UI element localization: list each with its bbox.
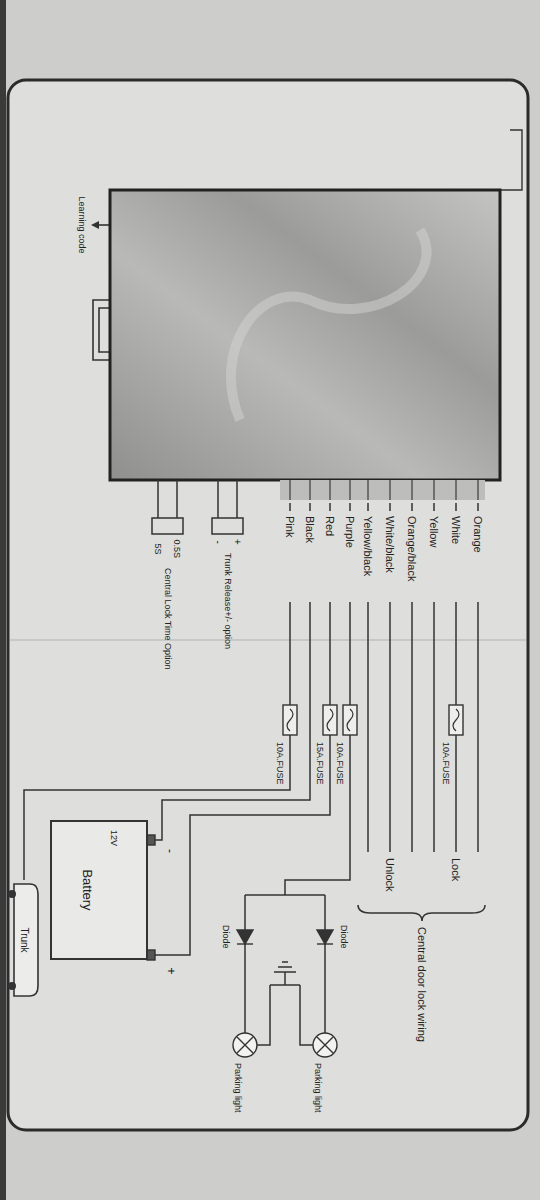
time-value: 5S: [153, 544, 163, 555]
wire-color-label: Yellow/black: [362, 516, 375, 576]
time-value: 0.5S: [172, 540, 182, 559]
wire-color-label: Black: [304, 516, 317, 543]
wire-color-label: Purple: [344, 516, 357, 548]
wire-color-label: Yellow: [428, 516, 441, 547]
trunk-option-leads: [218, 480, 237, 518]
trunk-wheel: [8, 982, 16, 990]
fuse-rating: 10A.FUSE: [275, 742, 285, 785]
module-sheen: [231, 230, 427, 420]
wire-loom: [280, 480, 485, 500]
trunk-body: [14, 884, 38, 996]
component-name: Trunk: [18, 927, 30, 952]
option-label: Trunk Release+/- option: [223, 553, 233, 649]
group-label: Central door lock wiring: [416, 927, 429, 1042]
antenna-wire: [500, 130, 522, 190]
component-label: Diode: [221, 925, 231, 949]
diode-bar: [237, 943, 253, 944]
fuse-symbol: [283, 705, 297, 735]
component-label: Diode: [339, 925, 349, 949]
fuse-element: [327, 709, 333, 731]
yellow-black-wire: [367, 602, 369, 852]
light-wire: [245, 895, 325, 1033]
bulb-filament: [317, 1037, 333, 1053]
polarity-label: +: [232, 539, 244, 545]
terminal-label: -: [162, 849, 176, 853]
parking-bulb: [233, 1033, 257, 1057]
ground-wire: [257, 972, 313, 1045]
paper-crease: [10, 639, 526, 641]
wire-color-label: Orange: [472, 516, 485, 553]
diode-symbol: [237, 930, 253, 944]
battery-node: 12V Battery: [50, 820, 148, 960]
fuse-rating: 15A.FUSE: [315, 742, 325, 785]
purple-wire: [285, 602, 350, 895]
red-wire: [155, 602, 330, 955]
group-brace: [358, 905, 485, 921]
antenna-label: Learning code: [77, 197, 87, 254]
yellow-wire: [433, 602, 435, 852]
fuse-element: [347, 709, 353, 731]
photo-edge: [0, 0, 6, 1200]
component-name: Battery: [79, 869, 94, 910]
wire-color-label: White: [450, 516, 463, 544]
terminal-label: +: [163, 968, 177, 975]
fuse-element: [453, 709, 459, 731]
polarity-label: -: [213, 541, 225, 544]
fuse-symbol: [449, 705, 463, 735]
option-label: Central Lock Time Option: [163, 568, 173, 670]
card-border: [8, 80, 528, 1130]
battery-terminal: [147, 950, 155, 960]
function-label: Lock: [450, 858, 463, 881]
time-option-plug: [152, 518, 183, 534]
wire-color-label: Orange/black: [406, 516, 419, 581]
orange-black-wire: [411, 602, 413, 852]
voltage-label: 12V: [108, 830, 118, 846]
parking-bulb: [313, 1033, 337, 1057]
wire-color-label: Pink: [284, 516, 297, 537]
ground-symbol: [274, 962, 296, 972]
learning-arrow: [93, 224, 109, 226]
wire-color-label: White/black: [384, 516, 397, 573]
white-black-wire: [389, 602, 391, 852]
module-handle: [93, 300, 110, 360]
wire-stubs: [290, 480, 478, 500]
alarm-module: [110, 190, 500, 480]
trunk-node: Trunk: [8, 880, 40, 1000]
battery-terminal: [147, 835, 155, 845]
wire-dash: [290, 503, 478, 511]
component-label: Parking light: [233, 1063, 243, 1113]
diode-symbol: [317, 930, 333, 944]
fuse-rating: 10A.FUSE: [441, 742, 451, 785]
fuse-element: [287, 709, 293, 731]
orange-wire: [477, 602, 479, 852]
bulb-filament: [237, 1037, 253, 1053]
fuse-symbol: [343, 705, 357, 735]
wire-color-label: Red: [324, 516, 337, 536]
diode-bar: [317, 943, 333, 944]
function-label: Unlock: [384, 858, 397, 892]
component-label: Parking light: [313, 1063, 323, 1113]
time-option-leads: [158, 480, 177, 518]
light-junction: [245, 894, 325, 896]
fuse-rating: 10A.FUSE: [335, 742, 345, 785]
trunk-option-plug: [212, 518, 243, 534]
trunk-wheel: [8, 890, 16, 898]
fuse-symbol: [323, 705, 337, 735]
